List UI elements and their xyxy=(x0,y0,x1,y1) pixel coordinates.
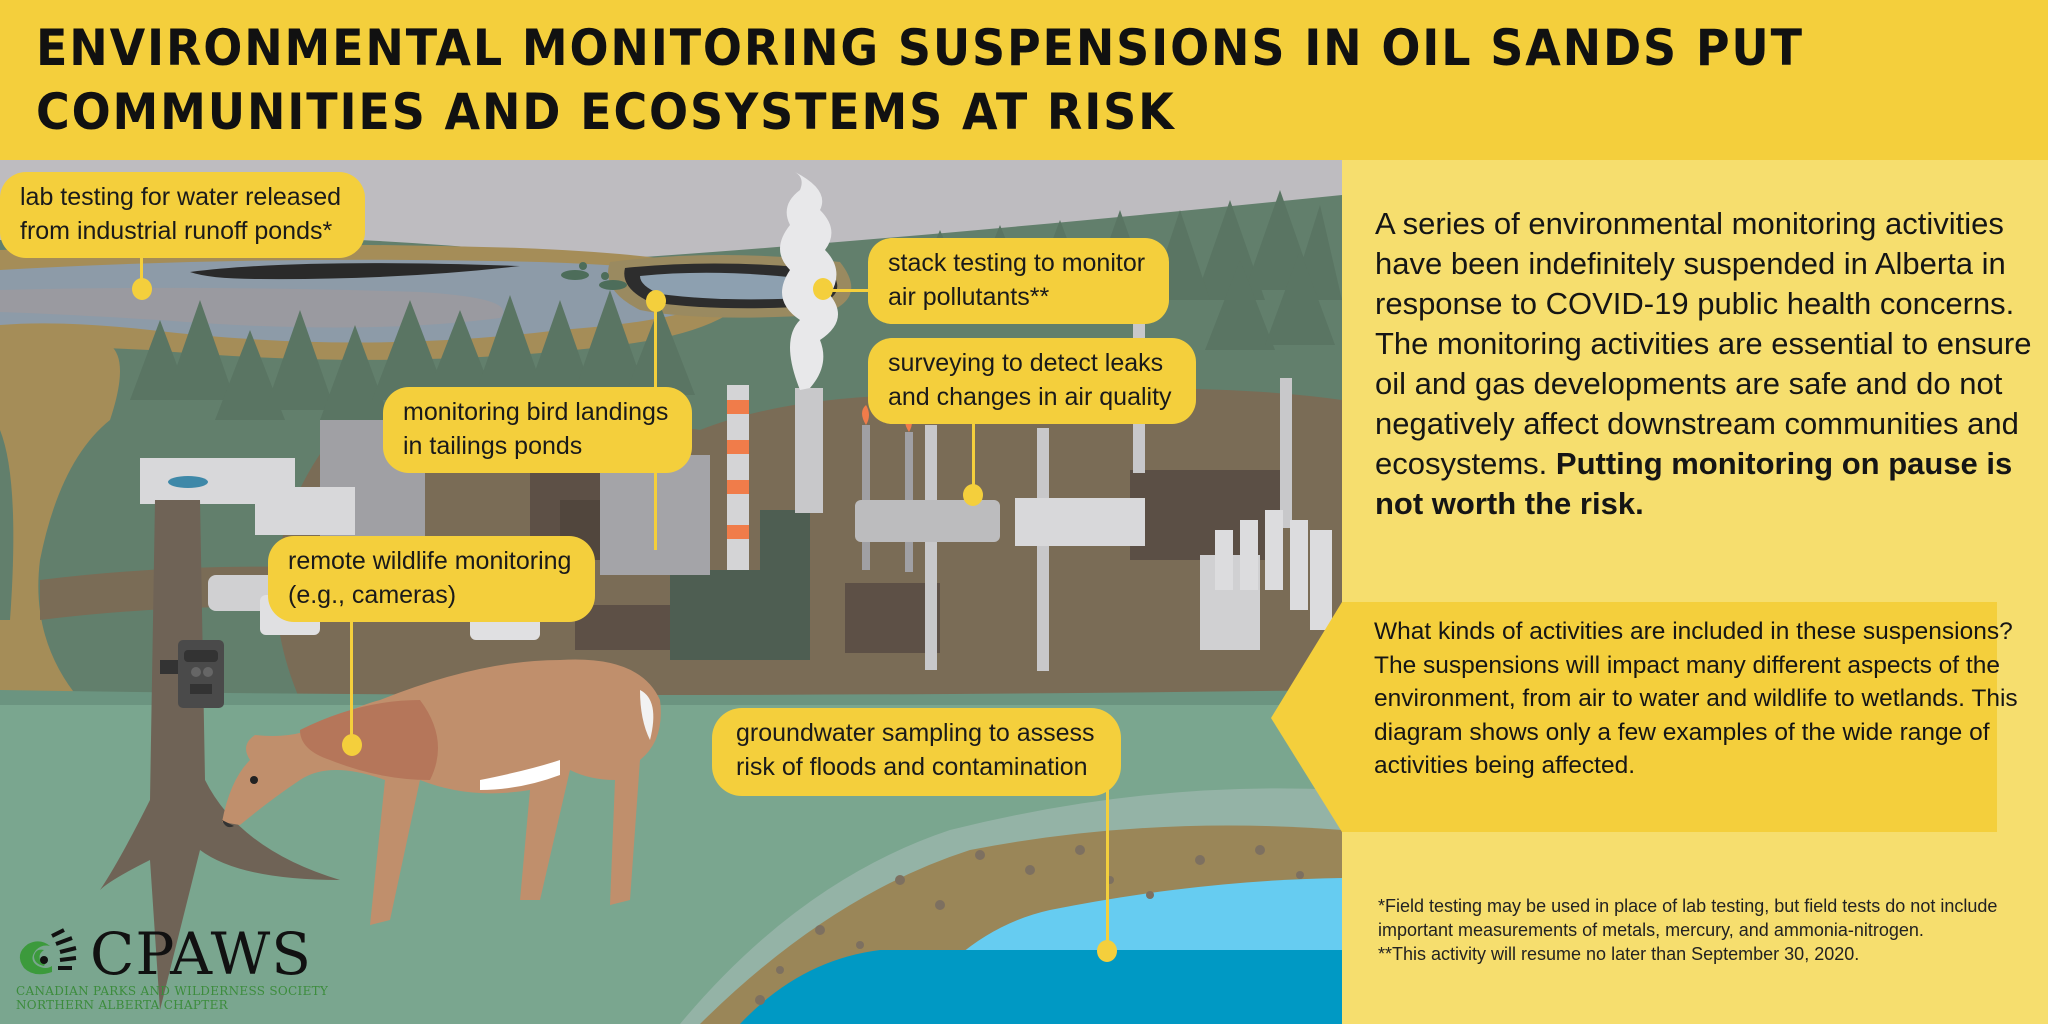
duck-icon xyxy=(561,262,627,290)
label-lab-testing: lab testing for water released from indu… xyxy=(0,172,366,258)
callout-arrow-box xyxy=(1271,602,1997,832)
header-banner: ENVIRONMENTAL MONITORING SUSPENSIONS IN … xyxy=(0,0,2048,160)
cpaws-logo: CPAWS CANADIAN PARKS AND WILDERNESS SOCI… xyxy=(14,922,328,1012)
footnote-1: *Field testing may be used in place of l… xyxy=(1378,896,1998,940)
label-wildlife-line1: remote wildlife monitoring xyxy=(288,547,572,575)
label-bird-landings-line2: in tailings ponds xyxy=(403,432,583,460)
logo-wordmark: CPAWS xyxy=(90,920,312,988)
connector-line xyxy=(830,289,872,292)
label-lab-testing-line1: lab testing for water released xyxy=(20,183,342,211)
trail-camera-icon xyxy=(160,640,224,708)
logo-subtitle-2: NORTHERN ALBERTA CHAPTER xyxy=(16,998,228,1012)
logo-subtitle-1: CANADIAN PARKS AND WILDERNESS SOCIETY xyxy=(16,984,329,998)
marker-dot-stack-testing xyxy=(813,278,833,300)
footnote-2: **This activity will resume no later tha… xyxy=(1378,944,1860,964)
label-groundwater: groundwater sampling to assess risk of f… xyxy=(712,708,1121,796)
illustration-scene: lab testing for water released from indu… xyxy=(0,160,1342,1024)
label-stack-testing-line1: stack testing to monitor xyxy=(888,249,1146,277)
deer-illustration xyxy=(222,659,661,925)
label-stack-testing: stack testing to monitor air pollutants*… xyxy=(868,238,1170,324)
title-line-1: ENVIRONMENTAL MONITORING SUSPENSIONS IN … xyxy=(36,19,1804,77)
label-bird-landings-line1: monitoring bird landings xyxy=(403,398,669,426)
intro-text: A series of environmental monitoring act… xyxy=(1375,206,2032,481)
connector-line xyxy=(350,615,353,745)
label-wildlife-line2: (e.g., cameras) xyxy=(288,581,457,609)
marker-dot-groundwater xyxy=(1097,940,1117,962)
connector-line xyxy=(972,415,975,495)
callout-text: What kinds of activities are included in… xyxy=(1374,618,2018,779)
cpaws-paw-icon xyxy=(19,928,77,975)
marker-dot-wildlife xyxy=(342,734,362,756)
info-panel: A series of environmental monitoring act… xyxy=(1342,160,2048,1024)
label-lab-testing-line2: from industrial runoff ponds* xyxy=(20,217,333,245)
connector-line xyxy=(1106,783,1109,951)
label-groundwater-line2: risk of floods and contamination xyxy=(736,753,1088,781)
label-wildlife: remote wildlife monitoring (e.g., camera… xyxy=(268,536,596,622)
label-surveying-line1: surveying to detect leaks xyxy=(888,349,1164,377)
footnotes: *Field testing may be used in place of l… xyxy=(1378,894,2038,966)
label-bird-landings: monitoring bird landings in tailings pon… xyxy=(383,387,693,473)
smoke-stack-icon xyxy=(795,388,823,513)
intro-bold-text: Putting monitoring on pause is not worth… xyxy=(1375,446,2013,521)
marker-dot-surveying xyxy=(963,484,983,506)
intro-paragraph: A series of environmental monitoring act… xyxy=(1375,204,2035,524)
label-stack-testing-line2: air pollutants** xyxy=(888,283,1050,311)
label-surveying: surveying to detect leaks and changes in… xyxy=(868,338,1196,424)
page-title: ENVIRONMENTAL MONITORING SUSPENSIONS IN … xyxy=(36,16,1876,144)
connector-line xyxy=(140,246,143,286)
title-line-2: COMMUNITIES AND ECOSYSTEMS AT RISK xyxy=(36,83,1176,141)
label-surveying-line2: and changes in air quality xyxy=(888,383,1172,411)
marker-dot-bird-landings xyxy=(646,290,666,312)
marker-dot-lab-testing xyxy=(132,278,152,300)
label-groundwater-line1: groundwater sampling to assess xyxy=(736,719,1095,747)
